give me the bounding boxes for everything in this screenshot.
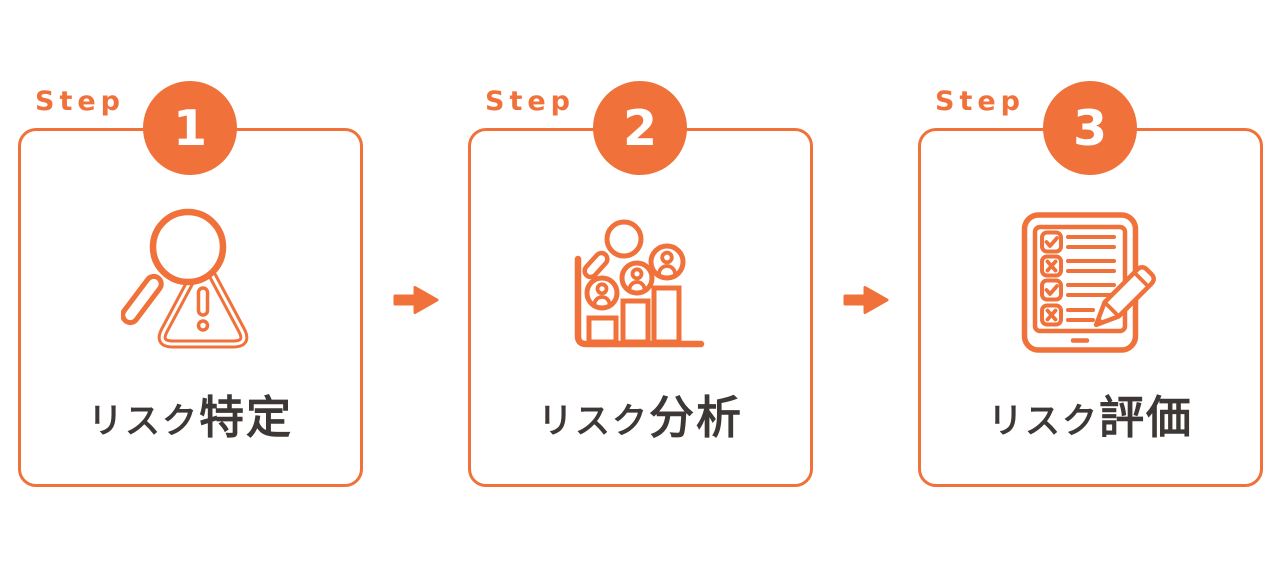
step-2-title: リスク分析 [468, 392, 813, 444]
arrow-right-icon [393, 284, 439, 320]
step-3-title-emphasis: 評価 [1099, 391, 1194, 444]
step-1-title-prefix: リスク [87, 402, 199, 442]
step-2: Step 2 [468, 80, 813, 487]
arrow-right-icon [843, 284, 889, 320]
step-3-label: Step [935, 86, 1025, 117]
magnifier-warning-icon [18, 206, 363, 356]
step-1-label: Step [35, 86, 125, 117]
step-3-title-prefix: リスク [987, 402, 1099, 442]
step-1: Step 1 リスク特定 [18, 80, 363, 487]
step-3-number-badge: 3 [1043, 81, 1137, 175]
step-2-number-badge: 2 [593, 81, 687, 175]
step-3: Step 3 [918, 80, 1263, 487]
step-1-title-emphasis: 特定 [199, 391, 294, 444]
step-3-title: リスク評価 [918, 392, 1263, 444]
bar-chart-people-icon [468, 216, 813, 351]
checklist-pencil-icon [918, 212, 1263, 357]
step-2-title-prefix: リスク [537, 402, 649, 442]
step-2-label: Step [485, 86, 575, 117]
step-1-number-badge: 1 [143, 81, 237, 175]
step-1-number: 1 [172, 99, 208, 157]
step-3-number: 3 [1072, 99, 1108, 157]
step-2-title-emphasis: 分析 [649, 391, 744, 444]
step-1-title: リスク特定 [18, 392, 363, 444]
step-2-number: 2 [622, 99, 658, 157]
